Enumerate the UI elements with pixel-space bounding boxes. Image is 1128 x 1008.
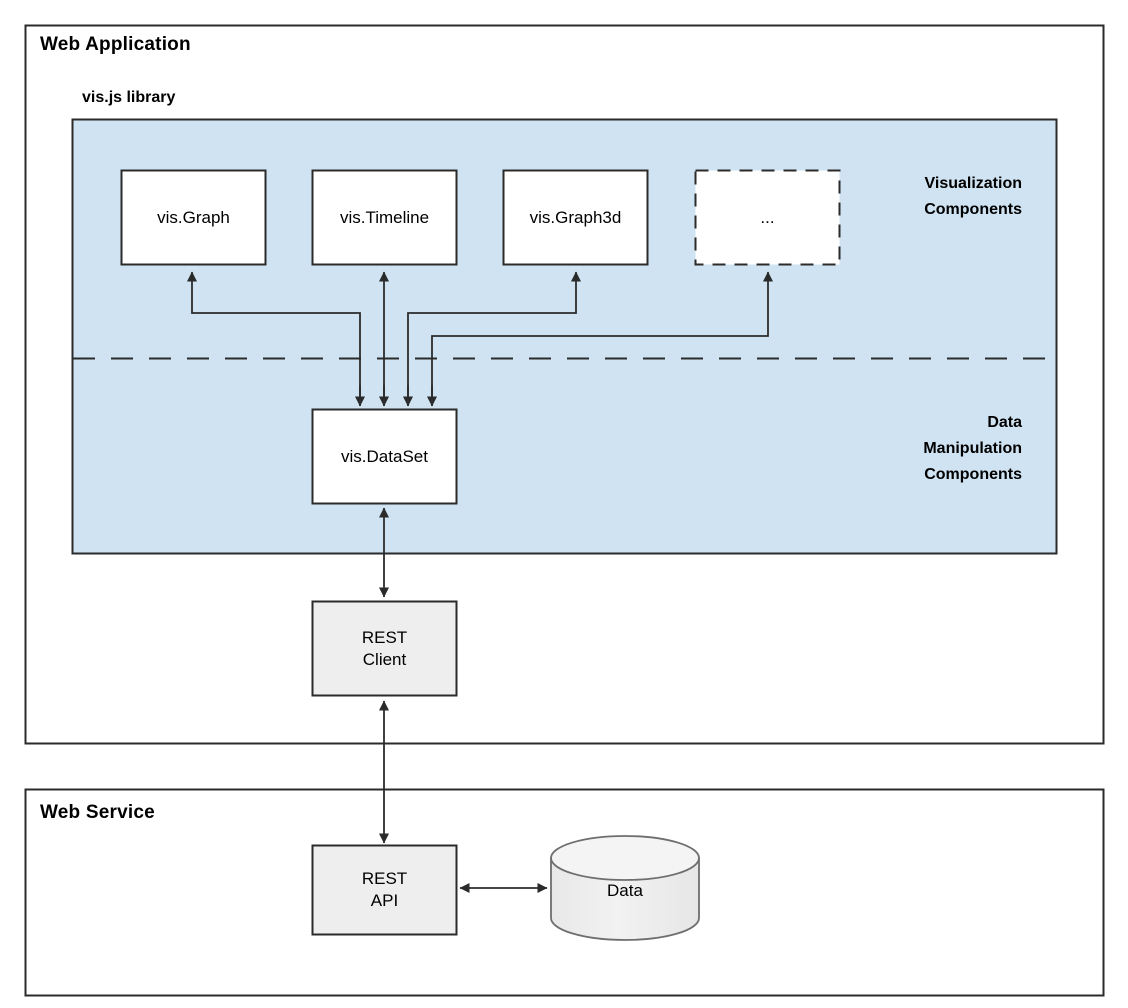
node-label-vis-graph3d[interactable]: vis.Graph3d — [529, 207, 622, 227]
frame-title-web-service: Web Service — [40, 802, 155, 823]
frame-web-application — [24, 24, 1105, 745]
connector-group — [187, 271, 773, 893]
node-label-rest-api[interactable]: REST API — [361, 869, 408, 910]
zone-label-data-manipulation-components: Data Manipulation Components — [923, 414, 1022, 483]
node-label-vis-dataset[interactable]: vis.DataSet — [341, 446, 428, 466]
edge-dataset-to-vis-more — [431, 271, 773, 404]
frame-title-web-application: Web Application — [40, 34, 191, 55]
node-label-data-store[interactable]: Data — [607, 881, 643, 900]
node-label-vis-more[interactable]: ... — [760, 207, 775, 227]
zone-label-visualization-components: Visualization Components — [924, 175, 1022, 218]
edge-dataset-to-vis-graph3d — [407, 271, 581, 404]
vis-js-library-title: vis.js library — [82, 89, 176, 106]
node-label-vis-graph[interactable]: vis.Graph — [157, 207, 230, 227]
edge-dataset-to-vis-graph — [187, 271, 361, 404]
node-label-vis-timeline[interactable]: vis.Timeline — [339, 207, 430, 227]
node-label-rest-client[interactable]: REST Client — [361, 627, 408, 669]
